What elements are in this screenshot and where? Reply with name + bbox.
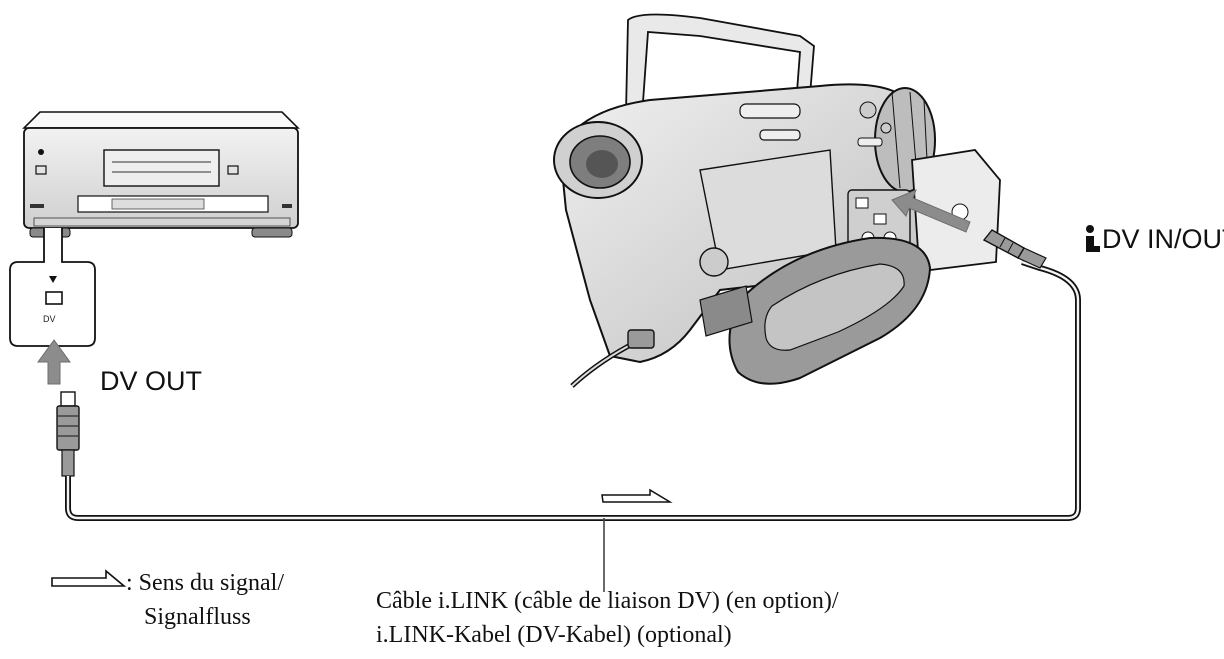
dv-port-icon <box>45 291 63 305</box>
vcr-device <box>22 111 300 238</box>
right-cable-plug <box>982 229 1047 269</box>
down-triangle-icon <box>49 276 57 283</box>
cable-label-line-1: Câble i.LINK (câble de liaison DV) (en o… <box>376 588 839 614</box>
dv-in-out-label: DV IN/OUT <box>1102 224 1224 254</box>
dv-out-label: DV OUT <box>100 366 203 396</box>
left-cable-plug <box>56 391 80 477</box>
plug-in-arrow <box>37 339 71 385</box>
dv-port-label: DV <box>43 314 56 324</box>
i-link-icon <box>1086 225 1100 252</box>
cable-label-line-2: i.LINK-Kabel (DV-Kabel) (optional) <box>376 622 732 648</box>
legend-line-1: : Sens du signal/ <box>126 570 285 596</box>
legend-line-2: Signalfluss <box>144 604 251 630</box>
ilink-cable <box>65 259 1081 521</box>
plug-in-arrow-camcorder <box>891 189 971 233</box>
signal-direction-arrow-icon <box>601 488 673 503</box>
legend-signal-arrow-icon <box>51 569 127 587</box>
dv-port-callout <box>9 228 96 347</box>
camcorder-device <box>553 13 1001 388</box>
